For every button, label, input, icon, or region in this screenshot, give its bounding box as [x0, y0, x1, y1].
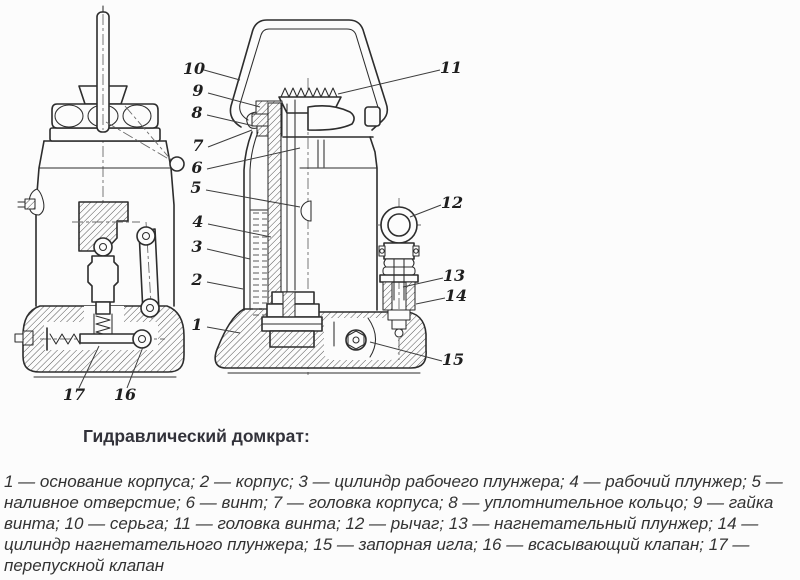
callout-1: 1	[191, 315, 202, 334]
lever-ring	[380, 206, 418, 244]
callout-4: 4	[192, 212, 203, 231]
callout-10: 10	[183, 59, 205, 78]
legend-text: 1 — основание корпуса; 2 — корпус; 3 — ц…	[4, 471, 798, 576]
callout-16: 16	[114, 385, 136, 404]
left-view-drawing	[14, 5, 185, 378]
callout-17: 17	[63, 385, 85, 404]
callout-6: 6	[191, 158, 202, 177]
pump-linkage-cutaway	[14, 201, 165, 351]
right-view-drawing	[214, 19, 427, 378]
callout-8: 8	[190, 103, 202, 122]
needle-valve-bolt	[345, 329, 367, 351]
callout-3: 3	[191, 237, 202, 256]
jack-diagram: 10 9 8 7 6 5 4 3 2 1 11 12 13 14 15 16 1…	[14, 5, 467, 404]
callout-15: 15	[442, 350, 464, 369]
callout-13: 13	[443, 266, 465, 285]
legend-line-3: винта; 10 — серьга; 11 — головка винта; …	[4, 514, 759, 533]
legend-line-2: наливное отверстие; 6 — винт; 7 — головк…	[4, 493, 774, 512]
pump-cylinder	[382, 281, 393, 311]
callout-11: 11	[440, 58, 462, 77]
legend-line-4: цилиндр нагнетательного плунжера; 15 — з…	[4, 535, 750, 554]
legend-line-5: перепускной клапан	[4, 556, 165, 575]
callout-12: 12	[441, 193, 463, 212]
callout-7: 7	[192, 136, 203, 155]
body-head-right	[282, 105, 381, 311]
caption-title: Гидравлический домкрат:	[83, 426, 310, 446]
oil-reservoir	[251, 210, 267, 320]
callout-5: 5	[190, 178, 201, 197]
callout-9: 9	[192, 81, 203, 100]
pump-assembly	[377, 198, 421, 360]
lever-socket-circle	[169, 156, 185, 172]
section-column	[243, 99, 323, 348]
callout-labels: 10 9 8 7 6 5 4 3 2 1 11 12 13 14 15 16 1…	[63, 58, 467, 404]
filler-hole	[300, 200, 312, 222]
callout-14: 14	[445, 286, 467, 305]
callout-2: 2	[190, 270, 202, 289]
legend-line-1: 1 — основание корпуса; 2 — корпус; 3 — ц…	[4, 472, 783, 491]
